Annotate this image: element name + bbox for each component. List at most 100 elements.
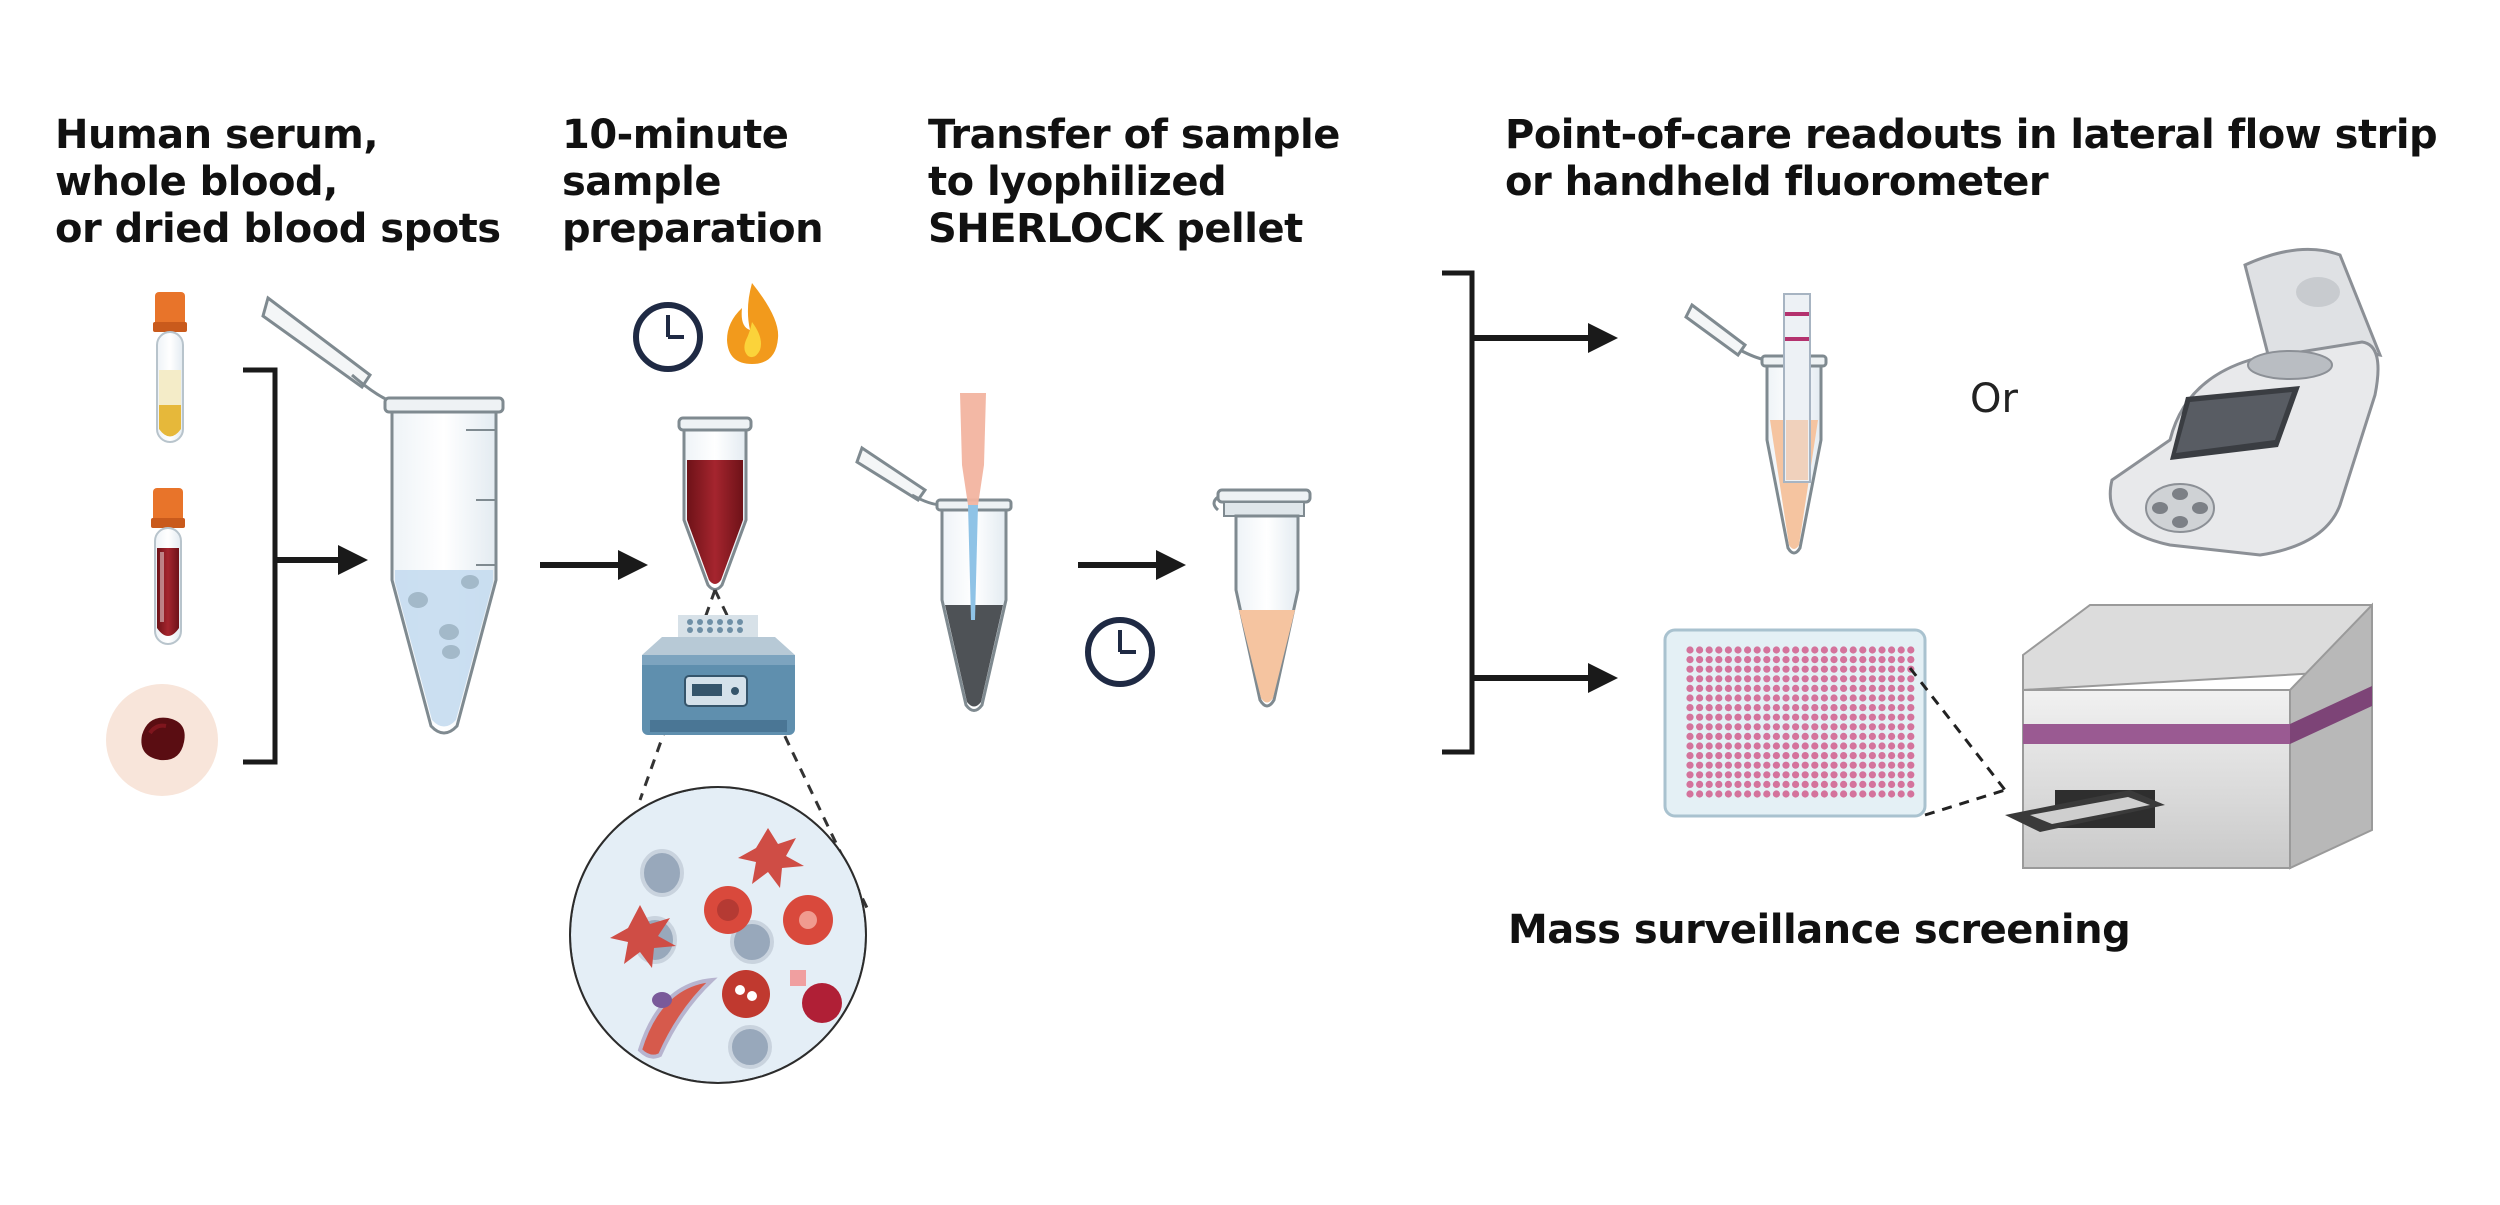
plate-well: [1705, 704, 1713, 712]
step-input-label: Human serum, whole blood, or dried blood…: [55, 112, 501, 253]
plate-well: [1859, 723, 1867, 731]
plate-well: [1696, 684, 1704, 693]
plate-well: [1801, 771, 1809, 779]
plate-well: [1705, 684, 1713, 693]
plate-well: [1772, 665, 1780, 673]
plate-well: [1705, 752, 1713, 760]
step-input-line3: or dried blood spots: [55, 206, 501, 252]
plate-well: [1888, 646, 1896, 654]
plate-well: [1830, 684, 1838, 693]
plate-well: [1753, 752, 1761, 760]
plate-well: [1763, 713, 1771, 721]
plate-well: [1734, 790, 1742, 798]
plate-well: [1753, 684, 1761, 693]
plate-well: [1763, 780, 1771, 789]
plate-well: [1792, 732, 1800, 741]
plate-well: [1897, 684, 1905, 693]
plate-well: [1782, 780, 1790, 789]
plate-well: [1830, 723, 1838, 731]
plate-well: [1811, 675, 1819, 683]
plate-well: [1705, 656, 1713, 664]
plate-well: [1859, 713, 1867, 721]
plate-well: [1715, 646, 1723, 654]
plate-well: [1907, 684, 1915, 693]
plate-well: [1849, 646, 1857, 654]
plate-well: [1811, 732, 1819, 741]
step-readout-label: Point-of-care readouts in lateral flow s…: [1505, 112, 2438, 206]
plate-well: [1782, 675, 1790, 683]
plate-well: [1696, 675, 1704, 683]
plate-well: [1888, 656, 1896, 664]
plate-well: [1744, 790, 1752, 798]
plate-well: [1878, 684, 1886, 693]
plate-well: [1840, 656, 1848, 664]
plate-well: [1820, 732, 1828, 741]
plate-well: [1782, 684, 1790, 693]
plate-well: [1715, 704, 1723, 712]
plate-well: [1753, 656, 1761, 664]
plate-well: [1792, 675, 1800, 683]
plate-well: [1744, 713, 1752, 721]
plate-well: [1868, 656, 1876, 664]
plate-well: [1782, 704, 1790, 712]
plate-well: [1878, 675, 1886, 683]
plate-well: [1705, 646, 1713, 654]
plate-well: [1840, 771, 1848, 779]
plate-well: [1686, 656, 1694, 664]
plate-well: [1763, 646, 1771, 654]
plate-well: [1792, 656, 1800, 664]
plate-well: [1801, 675, 1809, 683]
plate-well: [1715, 732, 1723, 741]
plate-well: [1907, 752, 1915, 760]
plate-well: [1715, 694, 1723, 702]
plate-well: [1830, 752, 1838, 760]
plate-well: [1849, 694, 1857, 702]
plate-well: [1820, 704, 1828, 712]
plate-well: [1734, 742, 1742, 750]
plate-well: [1849, 723, 1857, 731]
plate-well: [1763, 790, 1771, 798]
plate-well: [1734, 723, 1742, 731]
plate-well: [1734, 752, 1742, 760]
plate-well: [1753, 771, 1761, 779]
plate-well: [1897, 704, 1905, 712]
step-transfer-line2: to lyophilized: [928, 159, 1227, 205]
plate-well: [1859, 646, 1867, 654]
plate-well: [1897, 732, 1905, 741]
plate-well: [1792, 790, 1800, 798]
plate-well: [1820, 761, 1828, 769]
plate-well: [1801, 665, 1809, 673]
plate-well: [1859, 704, 1867, 712]
plate-well: [1840, 761, 1848, 769]
plate-well: [1878, 761, 1886, 769]
plate-well: [1763, 675, 1771, 683]
plate-well: [1878, 780, 1886, 789]
plate-well: [1840, 704, 1848, 712]
plate-well: [1715, 684, 1723, 693]
plate-well: [1792, 665, 1800, 673]
plate-well: [1801, 646, 1809, 654]
plate-well: [1696, 723, 1704, 731]
plate-well: [1897, 771, 1905, 779]
plate-well: [1868, 732, 1876, 741]
plate-well: [1686, 704, 1694, 712]
plate-well: [1772, 675, 1780, 683]
plate-well: [1907, 656, 1915, 664]
plate-well: [1792, 723, 1800, 731]
plate-well: [1772, 771, 1780, 779]
plate-well: [1820, 742, 1828, 750]
plate-well: [1801, 723, 1809, 731]
plate-well: [1724, 656, 1732, 664]
plate-well: [1724, 704, 1732, 712]
plate-well: [1907, 675, 1915, 683]
plate-well: [1705, 694, 1713, 702]
plate-well: [1868, 713, 1876, 721]
plate-well: [1686, 780, 1694, 789]
plate-well: [1753, 713, 1761, 721]
blood-cells-zoom-icon: [569, 786, 867, 1084]
plate-well: [1868, 646, 1876, 654]
plate-well: [1878, 665, 1886, 673]
plate-well: [1686, 665, 1694, 673]
plate-well: [1888, 723, 1896, 731]
plate-well: [1868, 704, 1876, 712]
